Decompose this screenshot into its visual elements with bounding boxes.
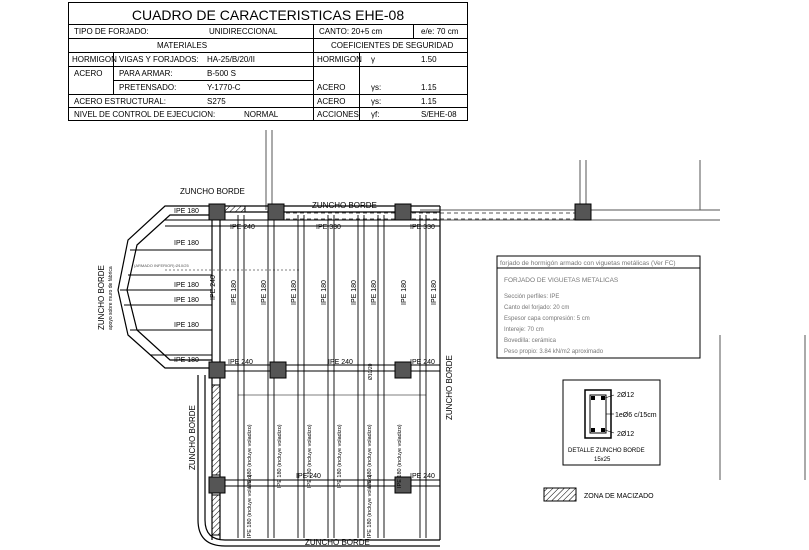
info-box-subtitle: FORJADO DE VIGUETAS METALICAS — [504, 277, 619, 284]
detail-caption-1: DETALLE ZUNCHO BORDE — [568, 448, 645, 454]
joist-vol-label-3: IPE 180 (incluye voladizo) — [307, 424, 313, 488]
gamma-c: γ — [371, 55, 375, 64]
joist-vol-label-7: IPE 180 (incluye voladizo) — [247, 474, 253, 538]
beam-label-ipe330-2: IPE 330 — [410, 224, 435, 231]
tipo-forjado-label: TIPO DE FORJADO: — [74, 27, 149, 36]
beam-label-ipe240-top: IPE 240 — [230, 224, 255, 231]
joist-vol-label-1: IPE 180 (incluye voladizo) — [247, 424, 253, 488]
table-title: CUADRO DE CARACTERISTICAS EHE-08 — [131, 7, 405, 23]
hormigon-coef-label: HORMIGON — [317, 55, 362, 64]
joist-label-2: IPE 180 — [261, 280, 268, 305]
joist-label-8: IPE 180 — [431, 280, 438, 305]
acciones-label: ACCIONES — [317, 110, 359, 119]
canto-value: CANTO: 20+5 cm — [319, 27, 383, 36]
beam-label-ipe240-low: IPE 240 — [296, 473, 321, 480]
legend-zona-macizado: ZONA DE MACIZADO — [584, 493, 654, 500]
joist-vol-label-8: IPE 180 (incluye voladizo) — [367, 474, 373, 538]
beam-label-ipe180-4: IPE 180 — [174, 322, 199, 329]
joist-vol-label-6: IPE 180 (incluye voladizo) — [397, 424, 403, 488]
beam-label-ipe240-low-right: IPE 240 — [410, 473, 435, 480]
beam-label-ipe180-5: IPE 180 — [174, 357, 199, 364]
gamma-f: γf: — [371, 110, 380, 119]
para-armar-label: PARA ARMAR: — [119, 69, 173, 78]
vigas-value: HA-25/B/20/II — [207, 55, 256, 64]
detail-bottom-bars: 2Ø12 — [617, 431, 634, 438]
legend-hatch-swatch — [543, 487, 577, 502]
info-line-2: Canto del forjado: 20 cm — [504, 305, 569, 311]
zuncho-top-label: ZUNCHO BORDE — [312, 201, 377, 210]
zuncho-lower-left-label: ZUNCHO BORDE — [188, 405, 197, 470]
solid-zone-top — [224, 205, 246, 213]
beams — [120, 219, 440, 487]
detail-top-bars: 2Ø12 — [617, 392, 634, 399]
zuncho-detail: 2Ø12 1eØ6 c/15cm 2Ø12 DETALLE ZUNCHO BOR… — [562, 379, 661, 466]
acero-coef1-label: ACERO — [317, 83, 346, 92]
slab-info-box: forjado de hormigón armado con viguetas … — [496, 255, 701, 359]
nivel-control-value: NORMAL — [244, 110, 279, 119]
detail-caption-2: 15x25 — [594, 457, 611, 463]
joist-label-7: IPE 180 — [401, 280, 408, 305]
gamma-c-value: 1.50 — [421, 55, 437, 64]
bay-outline — [117, 205, 440, 547]
pretensado-value: Y-1770-C — [207, 83, 241, 92]
solid-zone-left — [211, 384, 221, 476]
joist-label-3: IPE 180 — [291, 280, 298, 305]
acero-estructural-label: ACERO ESTRUCTURAL: — [74, 97, 167, 106]
acero-label: ACERO — [74, 69, 103, 78]
zuncho-left-note: apoyo sobre muro de fábrica — [108, 266, 114, 330]
gamma-s2-value: 1.15 — [421, 97, 437, 106]
gamma-s1-value: 1.15 — [421, 83, 437, 92]
info-line-3: Espesor capa compresión: 5 cm — [504, 316, 590, 322]
nivel-control-label: NIVEL DE CONTROL DE EJECUCION: — [74, 110, 216, 119]
gamma-f-value: S/EHE-08 — [421, 110, 457, 119]
zuncho-top-left-label: ZUNCHO BORDE — [180, 187, 245, 196]
beam-label-ipe180-top: IPE 180 — [174, 208, 199, 215]
beam-label-ipe240-mid-right: IPE 240 — [410, 359, 435, 366]
acero-estructural-value: S275 — [207, 97, 226, 106]
beam-label-ipe180-2: IPE 180 — [174, 282, 199, 289]
joist-label-1: IPE 180 — [231, 280, 238, 305]
pretensado-label: PRETENSADO: — [119, 83, 177, 92]
existing-walls — [265, 130, 806, 480]
zuncho-left-label: ZUNCHO BORDE — [97, 265, 106, 330]
left-rebar-note: (ARMADO INFERIOR) Ø10/25 — [134, 263, 189, 268]
beam-label-ipe180-3: IPE 180 — [174, 297, 199, 304]
gamma-s1: γs: — [371, 83, 382, 92]
info-line-4: Intereje: 70 cm — [504, 327, 544, 333]
tipo-forjado-value: UNIDIRECCIONAL — [209, 27, 278, 36]
joist-vol-label-2: IPE 180 (incluye voladizo) — [277, 424, 283, 488]
beam-label-ipe240-vert: IPE 240 — [210, 275, 217, 300]
characteristics-table: CUADRO DE CARACTERISTICAS EHE-08 TIPO DE… — [68, 2, 468, 121]
zuncho-right-label: ZUNCHO BORDE — [445, 355, 454, 420]
joist-label-4: IPE 180 — [321, 280, 328, 305]
columns — [208, 203, 592, 494]
hormigon-label: HORMIGON — [72, 55, 117, 64]
joist-label-5: IPE 180 — [351, 280, 358, 305]
acero-coef2-label: ACERO — [317, 97, 346, 106]
joist-vol-label-5: IPE 180 (incluye voladizo) — [367, 424, 373, 488]
joist-label-6: IPE 180 — [371, 280, 378, 305]
beam-label-ipe330-1: IPE 330 — [316, 224, 341, 231]
coeficientes-header: COEFICIENTES DE SEGURIDAD — [331, 41, 454, 50]
beam-label-ipe240-mid-left: IPE 240 — [228, 359, 253, 366]
intereje-value: e/e: 70 cm — [421, 27, 459, 36]
beam-label-ipe240-mid: IPE 240 — [328, 359, 353, 366]
solid-zone-left-bottom — [211, 494, 221, 536]
info-line-6: Peso propio: 3.84 kN/m2 aproximado — [504, 349, 604, 355]
detail-stirrups: 1eØ6 c/15cm — [615, 412, 657, 419]
info-box-title: forjado de hormigón armado con viguetas … — [500, 260, 676, 267]
gamma-s2: γs: — [371, 97, 382, 106]
joist-vol-label-4: IPE 180 (incluye voladizo) — [337, 424, 343, 488]
center-dim-label: Ø10/20 — [368, 363, 374, 380]
zuncho-bottom-label: ZUNCHO BORDE — [305, 538, 370, 547]
para-armar-value: B-500 S — [207, 69, 236, 78]
legend: ZONA DE MACIZADO — [543, 487, 654, 502]
vigas-label: VIGAS Y FORJADOS: — [119, 55, 199, 64]
info-line-1: Sección perfiles: IPE — [504, 294, 559, 300]
info-line-5: Bovedilla: cerámica — [504, 338, 557, 344]
materiales-header: MATERIALES — [157, 41, 208, 50]
beam-label-ipe180-1: IPE 180 — [174, 240, 199, 247]
joists — [237, 215, 427, 538]
